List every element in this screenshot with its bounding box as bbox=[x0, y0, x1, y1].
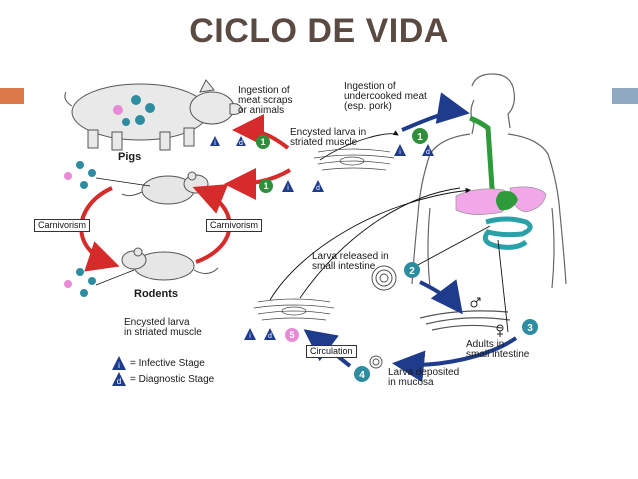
muscle-tissue-top bbox=[313, 148, 395, 171]
pig-cycle-dots bbox=[113, 95, 155, 126]
encysted-larva-bottom-label: Encysted larva in striated muscle bbox=[124, 317, 202, 338]
step-number: 1 bbox=[263, 181, 268, 191]
accent-bar-left bbox=[0, 88, 24, 104]
legend-infective-symbol: i bbox=[118, 361, 120, 370]
connector-lines bbox=[269, 130, 509, 333]
stage-symbols-bottom: i d 5 bbox=[244, 328, 299, 342]
digestive-organs bbox=[455, 115, 547, 250]
carnivorism-left-label: Carnivorism bbox=[34, 219, 91, 232]
diagnostic-symbol: d bbox=[316, 185, 320, 192]
step-number: 3 bbox=[527, 323, 533, 334]
adult-worms bbox=[419, 310, 511, 331]
step-number: 4 bbox=[359, 370, 365, 381]
infective-symbol: i bbox=[249, 333, 251, 340]
larva-deposited-label: Larva deposited in mucosa bbox=[388, 367, 460, 388]
legend-diagnostic-text: = Diagnostic Stage bbox=[130, 374, 215, 385]
deposited-larva bbox=[369, 355, 383, 369]
stage-symbols-top-right: 1 i d bbox=[394, 128, 434, 156]
step-number: 1 bbox=[260, 137, 265, 147]
step-number: 2 bbox=[409, 266, 415, 277]
legend-diagnostic-symbol: d bbox=[117, 377, 121, 386]
adults-label: Adults in small intestine bbox=[466, 339, 530, 360]
rodent-cycle-dots bbox=[64, 161, 96, 297]
rodent-top-illustration bbox=[121, 171, 209, 205]
ingestion-scraps-label: Ingestion of meat scraps or animals bbox=[238, 85, 293, 116]
pointer-line bbox=[95, 177, 151, 187]
infective-symbol: i bbox=[214, 140, 216, 147]
step-number: 5 bbox=[289, 330, 294, 340]
infective-symbol: i bbox=[287, 185, 289, 192]
diagnostic-symbol: d bbox=[268, 333, 272, 340]
slide-title: CICLO DE VIDA bbox=[189, 12, 449, 50]
legend-symbols: i d bbox=[112, 356, 126, 386]
diagnostic-symbol: d bbox=[426, 149, 430, 156]
stage-symbols-middle: 1 i d bbox=[259, 179, 324, 193]
rodents-label: Rodents bbox=[134, 288, 178, 300]
step-markers: 2 3 4 bbox=[354, 262, 538, 382]
encysted-larva-top-label: Encysted larva in striated muscle bbox=[290, 127, 367, 148]
infective-symbol: i bbox=[399, 149, 401, 156]
rodent-bottom-illustration bbox=[121, 247, 219, 281]
human-body-outline bbox=[411, 73, 567, 289]
ingestion-meat-label: Ingestion of undercooked meat (esp. pork… bbox=[344, 81, 427, 112]
larva-released-label: Larva released in small intestine bbox=[312, 251, 389, 272]
pigs-label: Pigs bbox=[118, 151, 142, 163]
carnivorism-right-label: Carnivorism bbox=[206, 219, 263, 232]
stage-symbols-top-left: i d 1 bbox=[210, 135, 270, 149]
step-number: 1 bbox=[417, 132, 423, 143]
larva-coil bbox=[371, 265, 397, 291]
muscle-tissue-bottom bbox=[253, 298, 335, 321]
circulation-label: Circulation bbox=[306, 345, 357, 358]
sex-symbols bbox=[470, 297, 504, 337]
pointer-line bbox=[95, 269, 135, 286]
legend-infective-text: = Infective Stage bbox=[130, 358, 205, 369]
pig-illustration bbox=[64, 79, 243, 151]
diagnostic-symbol: d bbox=[239, 140, 243, 147]
accent-bar-right bbox=[612, 88, 638, 104]
